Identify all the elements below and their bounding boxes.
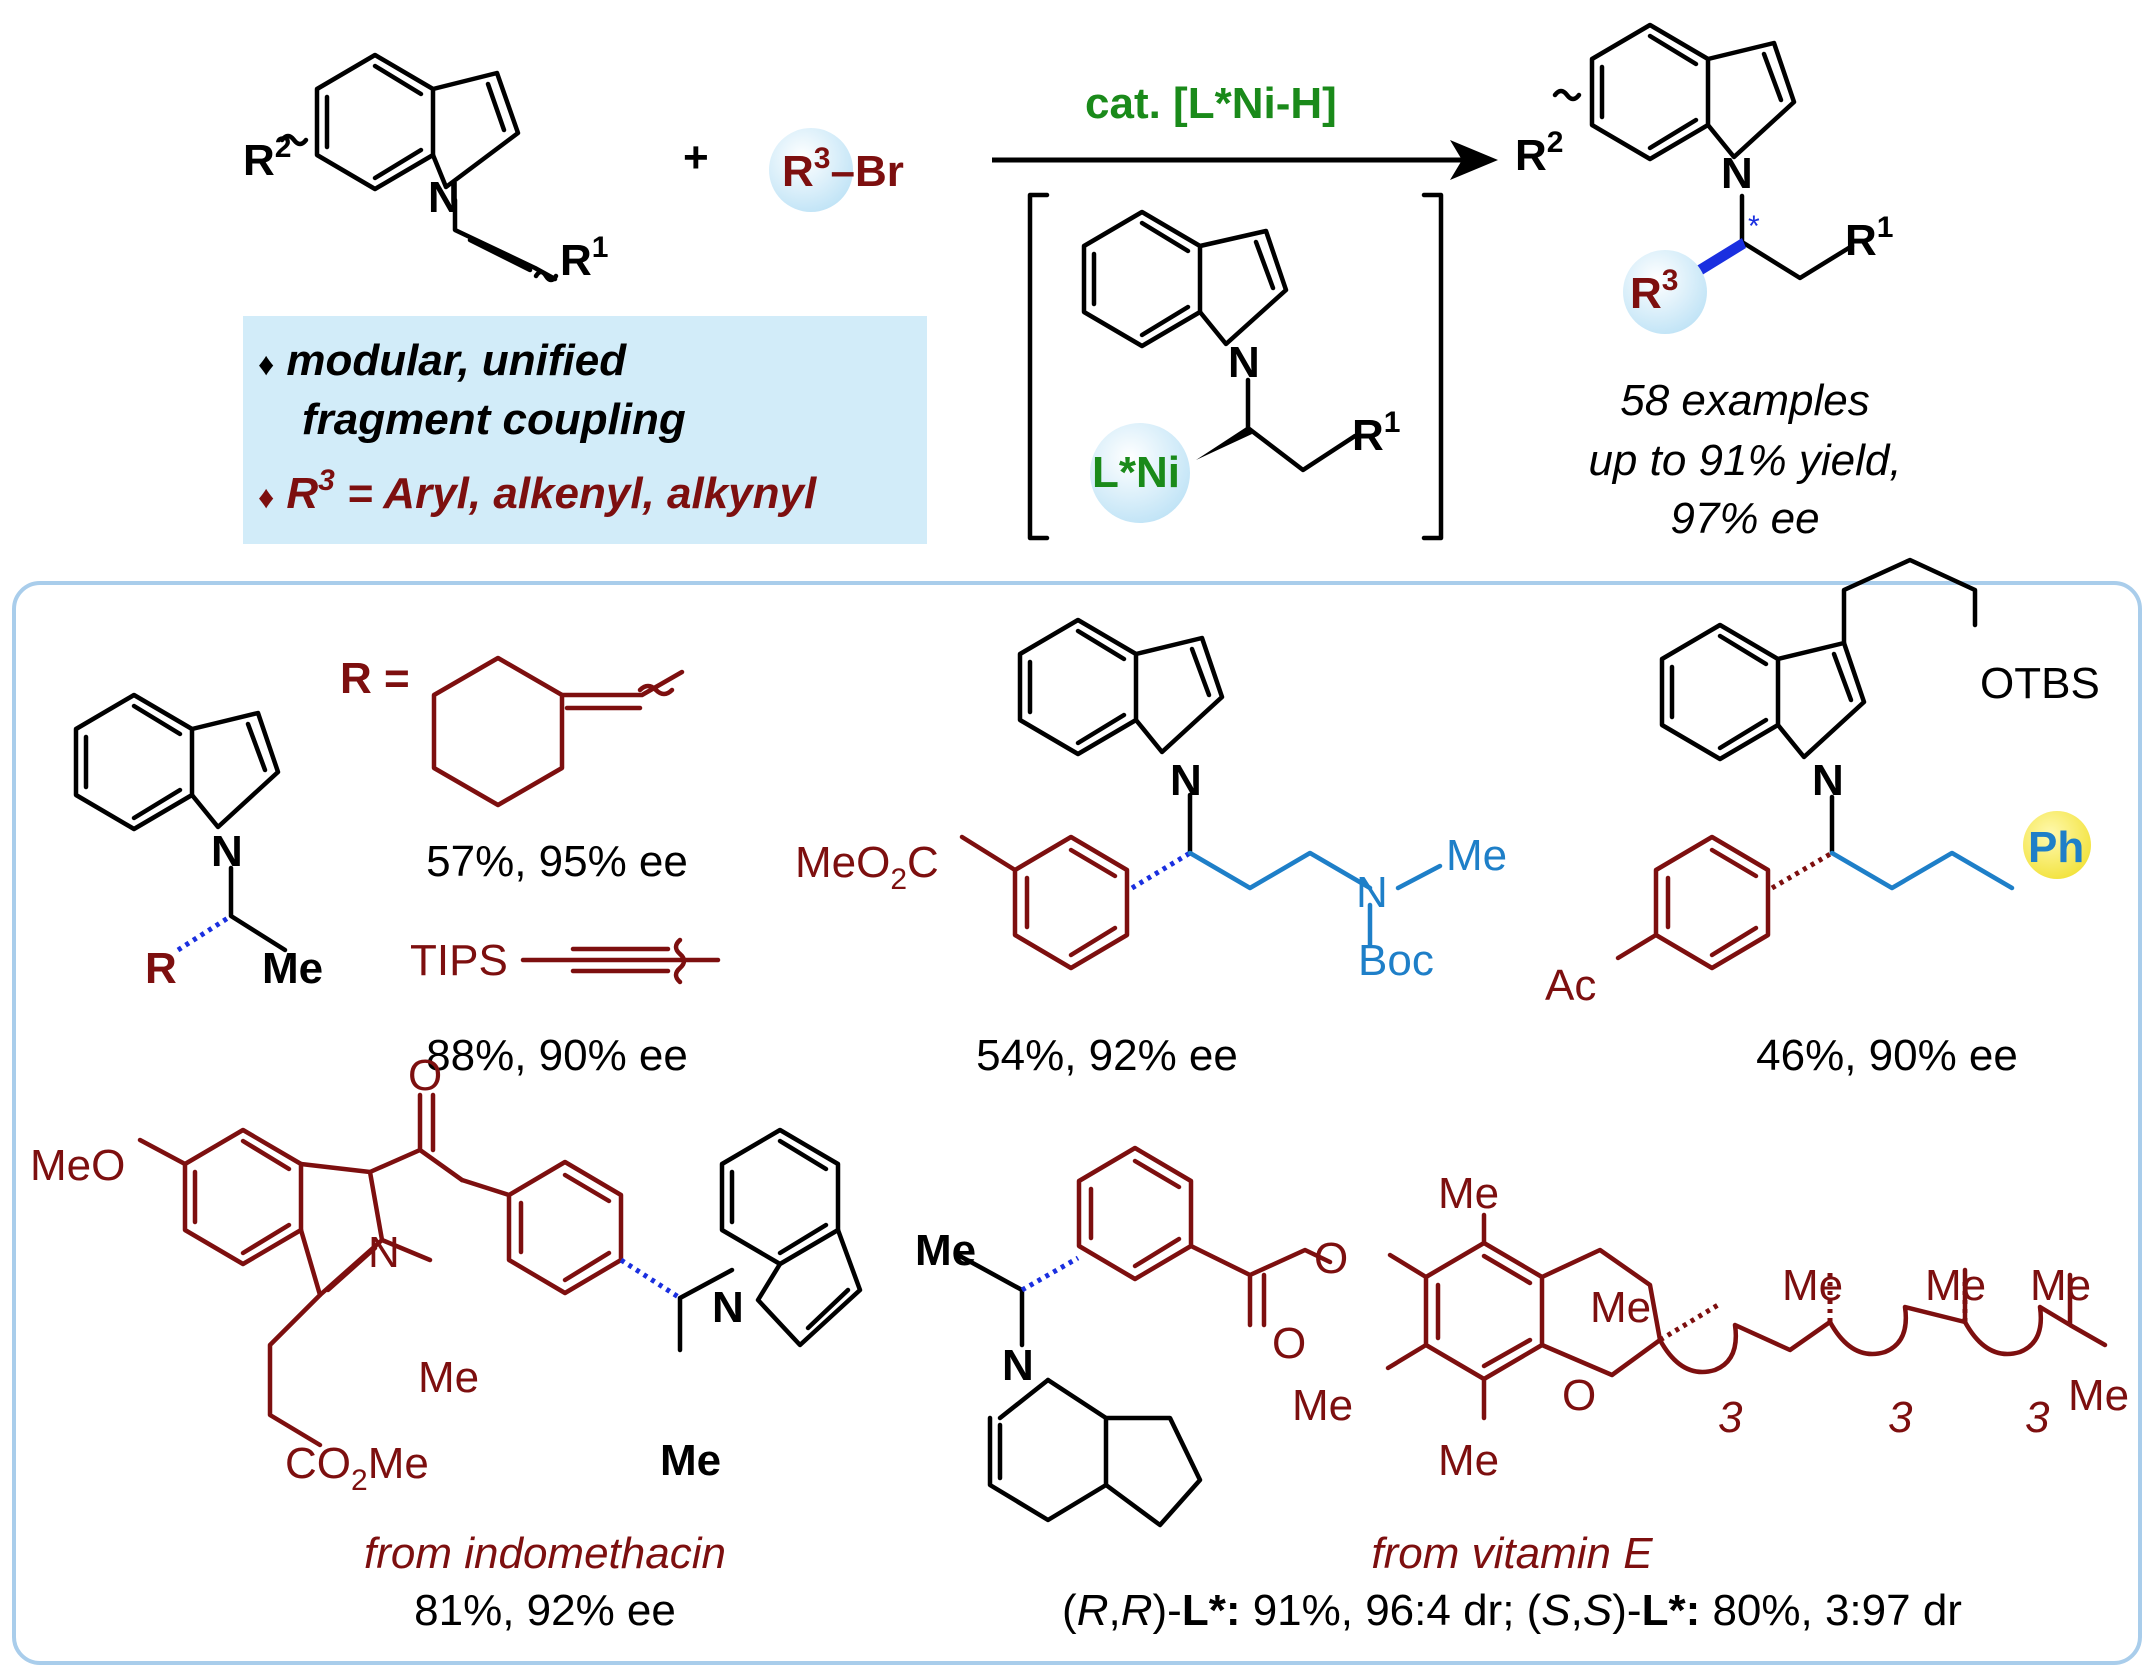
substrate-r2: R2 xyxy=(243,131,291,185)
vite-ring-me: Me xyxy=(1590,1283,1651,1332)
substrate-vinyl-indole: N R2 R1 xyxy=(243,52,608,285)
intermediate-nitrogen: N xyxy=(1228,338,1260,387)
indo-result: 81%, 92% ee xyxy=(414,1586,676,1635)
summary-examples: 58 examples xyxy=(1620,376,1869,425)
example-r-definitions: R = 57%, 95% ee TIPS 88%, 90% ee xyxy=(340,654,721,1080)
substrate-r1: R1 xyxy=(560,231,608,285)
summary-yield: up to 91% yield, xyxy=(1588,436,1901,485)
summary-ee: 97% ee xyxy=(1670,494,1819,543)
indo-carbonyl-o: O xyxy=(408,1051,442,1100)
example-vitamin-e: Me N O O Me Me Me O Me 3 Me 3 Me 3 Me Me… xyxy=(915,1145,2129,1635)
vite-top-me: Me xyxy=(1438,1169,1499,1218)
generic-me: Me xyxy=(262,944,323,993)
feature-1-line-1: ♦modular, unified xyxy=(258,336,627,385)
phenyl-label: Ph xyxy=(2028,823,2084,872)
product-alkyl-indole: N R2 * R1 R3 xyxy=(1515,22,1893,334)
vite-terminal-me: Me xyxy=(2068,1371,2129,1420)
acetyl-label: Ac xyxy=(1545,961,1596,1010)
substrate-nitrogen: N xyxy=(428,173,460,222)
indo-ester: CO2Me xyxy=(285,1439,429,1497)
vite-result: (R,R)-L*: 91%, 96:4 dr; (S,S)-L*: 80%, 3… xyxy=(1062,1586,1962,1635)
indo-indole-nitrogen: N xyxy=(712,1283,744,1332)
tips-label: TIPS xyxy=(410,936,508,985)
vite-indole-nitrogen: N xyxy=(1002,1341,1034,1390)
example-generic-indole: N R Me xyxy=(73,692,323,993)
product-r1: R1 xyxy=(1845,211,1893,265)
indo-me-bold: Me xyxy=(660,1436,721,1485)
alkynyl-result: 88%, 90% ee xyxy=(426,1031,688,1080)
tryptophol-result: 46%, 90% ee xyxy=(1756,1031,2018,1080)
otbs-label: OTBS xyxy=(1980,659,2100,708)
vite-left-me: Me xyxy=(1292,1381,1353,1430)
vite-sub-3-a: 3 xyxy=(1718,1393,1743,1442)
indo-source: from indomethacin xyxy=(364,1529,726,1578)
reaction-arrow: cat. [L*Ni-H] xyxy=(992,79,1498,180)
alkenyl-result: 57%, 95% ee xyxy=(426,837,688,886)
boc-label: Boc xyxy=(1358,936,1434,985)
ester-nitrogen: N xyxy=(1170,756,1202,805)
generic-nitrogen: N xyxy=(211,827,243,876)
vite-ring-o: O xyxy=(1562,1371,1596,1420)
boc-nitrogen: N xyxy=(1356,868,1388,917)
vite-sub-3-c: 3 xyxy=(2025,1393,2050,1442)
product-r3: R3 xyxy=(1630,264,1678,318)
product-r2: R2 xyxy=(1515,126,1563,180)
vite-sub-3-b: 3 xyxy=(1888,1393,1913,1442)
feature-2: ♦R3 = Aryl, alkenyl, alkynyl xyxy=(258,464,817,518)
stereocenter-star: * xyxy=(1748,210,1760,243)
ester-label: MeO2C xyxy=(795,838,939,896)
product-nitrogen: N xyxy=(1721,149,1753,198)
ester-result: 54%, 92% ee xyxy=(976,1031,1238,1080)
generic-r: R xyxy=(145,944,177,993)
example-ester-amine: N MeO2C N Me Boc 54%, 92% ee xyxy=(795,617,1507,1080)
vite-branch-me-1: Me xyxy=(1782,1261,1843,1310)
vite-me-bold: Me xyxy=(915,1226,976,1275)
indo-nitrogen: N xyxy=(368,1228,400,1277)
example-tryptophol: N OTBS Ac Ph 46%, 90% ee xyxy=(1545,557,2100,1080)
vite-branch-me-3: Me xyxy=(2030,1261,2091,1310)
examples-panel xyxy=(12,581,2142,1665)
tryptophol-nitrogen: N xyxy=(1812,756,1844,805)
intermediate-r1: R1 xyxy=(1352,406,1400,460)
product-summary: 58 examples up to 91% yield, 97% ee xyxy=(1588,376,1901,543)
intermediate-metal: L*Ni xyxy=(1092,448,1180,497)
indo-methyl: Me xyxy=(418,1353,479,1402)
vite-bottom-me: Me xyxy=(1438,1436,1499,1485)
intermediate-nickel-complex: N L*Ni R1 xyxy=(1027,192,1444,541)
example-indomethacin: MeO O N Me CO2Me N Me from indomethacin … xyxy=(30,1051,863,1635)
reagent-r3-br: R3–Br xyxy=(769,128,904,212)
vite-ester-o: O xyxy=(1314,1234,1348,1283)
catalyst-label: cat. [L*Ni-H] xyxy=(1085,79,1337,128)
vite-carbonyl-o: O xyxy=(1272,1319,1306,1368)
feature-1-line-2: fragment coupling xyxy=(302,395,686,444)
vite-branch-me-2: Me xyxy=(1925,1261,1986,1310)
features-box: ♦modular, unified fragment coupling ♦R3 … xyxy=(243,316,927,544)
indo-methoxy: MeO xyxy=(30,1141,125,1190)
boc-methyl: Me xyxy=(1446,831,1507,880)
reagent-label: R3–Br xyxy=(782,142,904,196)
vite-source: from vitamin E xyxy=(1371,1529,1653,1578)
r-equals: R = xyxy=(340,654,410,703)
plus-sign: + xyxy=(683,133,709,182)
